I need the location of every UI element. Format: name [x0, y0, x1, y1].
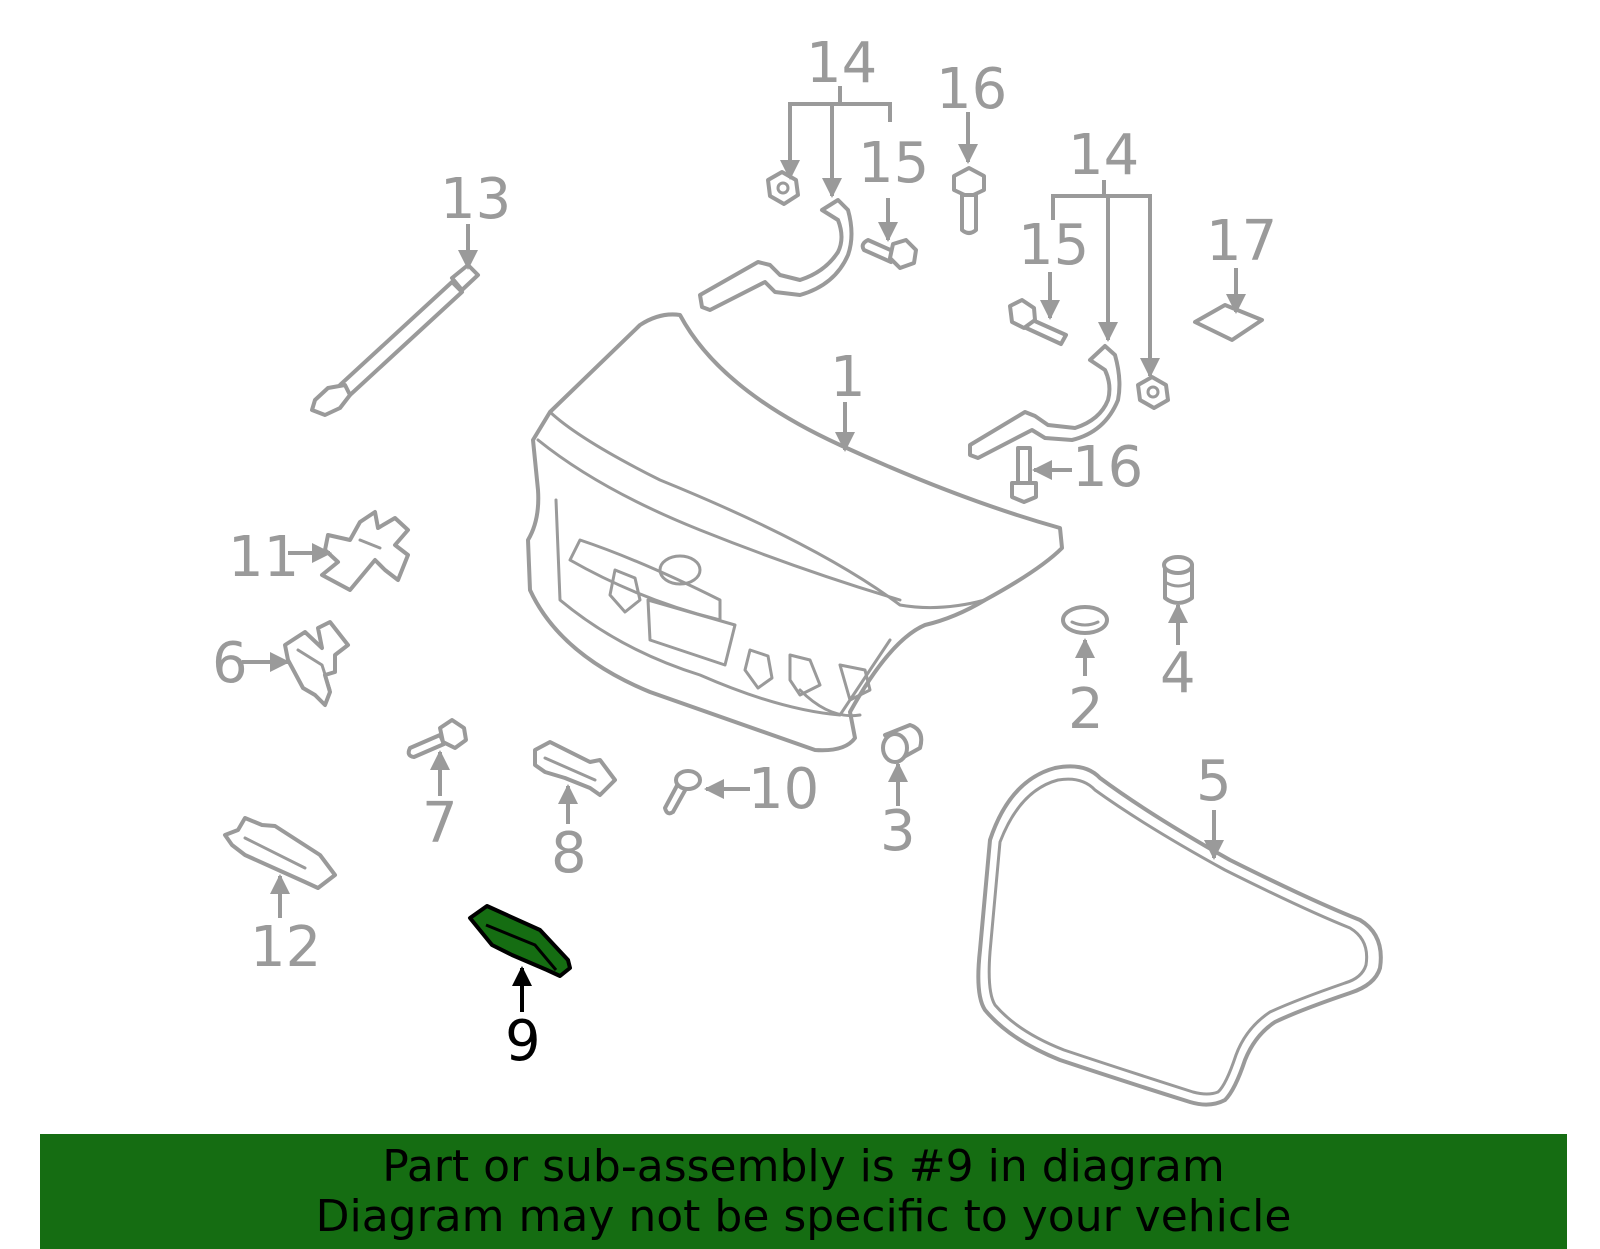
highlighted-part-9[interactable]: [468, 904, 572, 978]
callout-17: 17: [1206, 209, 1277, 274]
bracket-part-6[interactable]: [283, 620, 350, 707]
bolt-right-part-15[interactable]: [1008, 298, 1068, 346]
info-banner: Part or sub-assembly is #9 in diagram Di…: [40, 1134, 1567, 1249]
callout-16-top: 16: [936, 57, 1007, 122]
label-part-17[interactable]: [1193, 303, 1264, 342]
callout-9: 9: [505, 1009, 541, 1074]
callout-15-right: 15: [1018, 213, 1089, 278]
callout-14-right: 14: [1068, 123, 1139, 188]
gas-strut-part-13[interactable]: [310, 263, 480, 417]
callout-4: 4: [1160, 641, 1196, 706]
parts-diagram: 1 2 3 4 5 6 7 8 9 10 11 12 13 14 15 16 1…: [212, 31, 1383, 1107]
callout-6: 6: [212, 631, 248, 696]
callout-12: 12: [250, 915, 321, 980]
callout-7: 7: [422, 791, 458, 856]
callout-1: 1: [830, 345, 866, 410]
callout-8: 8: [551, 821, 587, 886]
callout-16-lower: 16: [1072, 435, 1143, 500]
bumper-stop-part-3[interactable]: [881, 723, 924, 764]
grommet-part-2[interactable]: [1061, 605, 1109, 635]
callout-10: 10: [748, 757, 819, 822]
callout-15-left: 15: [858, 131, 929, 196]
stud-lower-part-16[interactable]: [1010, 446, 1038, 504]
callout-11: 11: [228, 525, 299, 590]
hinge-left-part-14[interactable]: [698, 170, 854, 312]
banner-line-1: Part or sub-assembly is #9 in diagram: [382, 1141, 1225, 1192]
screw-part-10[interactable]: [663, 769, 702, 816]
callout-2: 2: [1068, 677, 1104, 742]
callout-14-left: 14: [806, 31, 877, 96]
callout-3: 3: [880, 799, 916, 864]
hinge-right-part-14[interactable]: [968, 344, 1170, 460]
lamp-part-12[interactable]: [223, 816, 337, 890]
buffer-part-4[interactable]: [1162, 555, 1194, 605]
bolt-part-7[interactable]: [406, 718, 468, 759]
bolt-left-part-15[interactable]: [860, 238, 918, 270]
callout-13: 13: [440, 167, 511, 232]
weatherstrip-part-5[interactable]: [976, 764, 1383, 1107]
callouts: 1 2 3 4 5 6 7 8 9 10 11 12 13 14 15 16 1…: [212, 31, 1277, 1074]
latch-cover-part-8[interactable]: [533, 740, 617, 797]
bolt-top-part-16[interactable]: [952, 166, 986, 235]
bracket-part-11[interactable]: [320, 510, 410, 592]
trunk-lid-part-1[interactable]: [526, 312, 1064, 753]
callout-5: 5: [1196, 749, 1232, 814]
banner-line-2: Diagram may not be specific to your vehi…: [315, 1191, 1292, 1242]
leader-lines: [242, 86, 1246, 1012]
